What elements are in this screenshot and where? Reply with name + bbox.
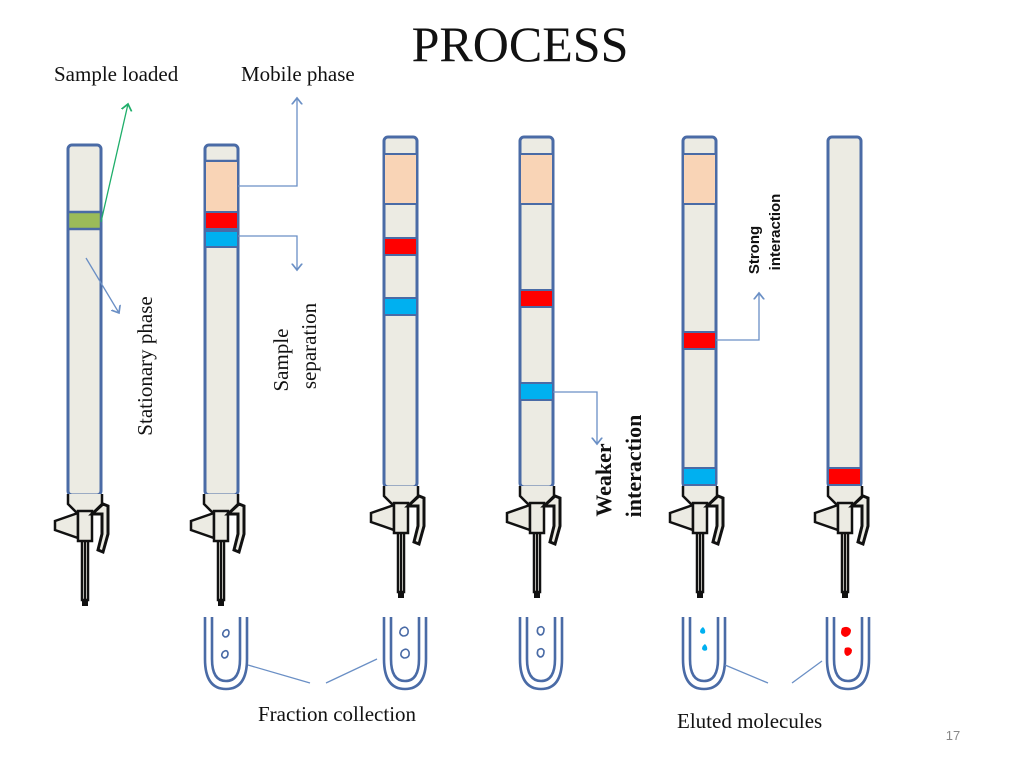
collection-tube-3 bbox=[518, 615, 564, 691]
mobile-phase-band bbox=[519, 153, 554, 205]
fraction-droplet bbox=[399, 626, 409, 637]
stationary-phase-label: Stationary phase bbox=[133, 296, 157, 435]
strong-interaction-label-line1: Strong bbox=[746, 226, 763, 274]
red-droplet bbox=[844, 647, 852, 656]
mobile-phase-band bbox=[682, 153, 717, 205]
collection-tube-5 bbox=[825, 615, 871, 691]
stopcock-2 bbox=[189, 492, 246, 608]
fraction-connector bbox=[247, 664, 311, 684]
collection-tube-1 bbox=[203, 615, 249, 691]
stopcock-1 bbox=[53, 492, 110, 608]
sample-separation-label-line1: Sample bbox=[269, 329, 293, 392]
stopcock-5 bbox=[668, 484, 725, 600]
sample-separation-arrow bbox=[238, 235, 297, 270]
page-number: 17 bbox=[946, 728, 960, 743]
mobile-phase-arrow bbox=[238, 98, 297, 187]
column-3 bbox=[369, 135, 426, 600]
column-1 bbox=[53, 143, 110, 608]
eluted-connector bbox=[791, 660, 823, 684]
fraction-droplet bbox=[400, 648, 410, 659]
stationary-phase-arrow bbox=[85, 257, 119, 313]
mobile-phase-label: Mobile phase bbox=[241, 62, 355, 86]
blue-droplet bbox=[702, 644, 708, 651]
blue-band bbox=[682, 467, 717, 486]
sample-loaded-label: Sample loaded bbox=[54, 62, 179, 86]
column-6 bbox=[813, 135, 870, 600]
fraction-connector bbox=[325, 658, 378, 684]
collection-tube-4 bbox=[681, 615, 727, 691]
stopcock-6 bbox=[813, 484, 870, 600]
fraction-droplet bbox=[536, 625, 545, 636]
slide-title: PROCESS bbox=[412, 16, 629, 72]
red-band bbox=[682, 331, 717, 350]
blue-band bbox=[383, 297, 418, 316]
sample-band bbox=[66, 210, 103, 231]
mobile-phase-band bbox=[204, 160, 239, 213]
fraction-droplet bbox=[221, 628, 230, 638]
eluted-molecules-label: Eluted molecules bbox=[677, 709, 822, 733]
blue-droplet bbox=[700, 627, 706, 634]
blue-band bbox=[204, 230, 239, 248]
red-band bbox=[204, 211, 239, 230]
blue-band bbox=[519, 382, 554, 401]
fraction-droplet bbox=[536, 647, 545, 658]
weaker-interaction-label-line1: Weaker bbox=[591, 443, 616, 517]
red-droplet bbox=[841, 626, 851, 637]
mobile-phase-band bbox=[383, 153, 418, 205]
collection-tube-2 bbox=[382, 615, 428, 691]
strong-interaction-arrow bbox=[716, 293, 759, 341]
fraction-droplet bbox=[220, 649, 229, 659]
stopcock-4 bbox=[505, 484, 562, 600]
sample-loaded-arrow bbox=[100, 104, 128, 223]
red-band bbox=[383, 237, 418, 256]
sample-separation-label-line2: separation bbox=[297, 302, 321, 389]
red-band bbox=[827, 467, 862, 486]
column-4 bbox=[505, 135, 562, 600]
weaker-interaction-arrow bbox=[553, 391, 597, 444]
stopcock-3 bbox=[369, 484, 426, 600]
column-2 bbox=[189, 143, 246, 608]
weaker-interaction-label-line2: interaction bbox=[621, 415, 646, 518]
strong-interaction-label-line2: interaction bbox=[767, 194, 784, 271]
column-5 bbox=[668, 135, 725, 600]
fraction-collection-label: Fraction collection bbox=[258, 702, 417, 726]
eluted-connector bbox=[724, 664, 769, 684]
red-band bbox=[519, 289, 554, 308]
